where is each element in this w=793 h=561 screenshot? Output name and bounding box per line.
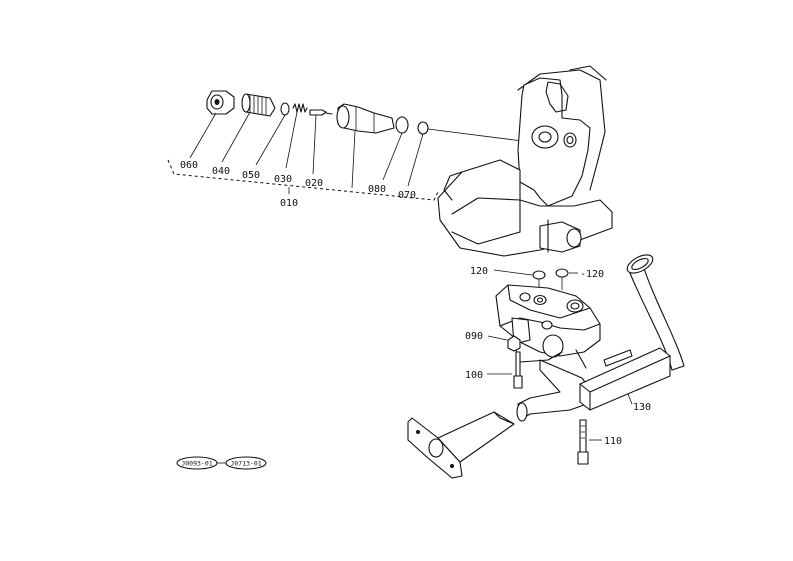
callout-070: 070: [398, 190, 416, 201]
callout-110: 110: [604, 436, 622, 447]
part-080-ring: [395, 116, 409, 134]
part-030-spring: [292, 103, 308, 113]
injector-assembly-exploded: [167, 90, 531, 201]
manifold-block: [495, 284, 601, 369]
callout-020: 020: [305, 178, 323, 189]
callout-030: 030: [274, 174, 292, 185]
part-130-muffler: [579, 347, 671, 411]
part-120-washers: [493, 268, 578, 290]
callout-100: 100: [465, 370, 483, 381]
reference-tag-1: J0093-01: [181, 460, 212, 468]
part-040-holder: [241, 93, 276, 117]
mounting-bracket: [407, 411, 515, 479]
callout-090: 090: [465, 331, 483, 342]
part-060-nut: [206, 90, 235, 115]
callout-010: 010: [280, 198, 298, 209]
engine-block-outline: [437, 65, 613, 257]
callout-050: 050: [242, 170, 260, 181]
callout-120-right: -120: [580, 269, 604, 280]
callout-130: 130: [633, 402, 651, 413]
exhaust-pipe: [516, 254, 685, 422]
callout-080: 080: [368, 184, 386, 195]
part-100-bolt: [487, 351, 523, 389]
part-050-washer: [280, 102, 290, 116]
part-nozzle-body: [336, 103, 395, 134]
callout-060: 060: [180, 160, 198, 171]
part-020-needle: [309, 109, 333, 116]
callout-040: 040: [212, 166, 230, 177]
part-070-gasket: [417, 121, 429, 135]
part-110-bolt: [577, 419, 602, 465]
part-090-bolt: [487, 335, 521, 352]
reference-tag-2: J0713-01: [230, 460, 261, 468]
callout-120-left: 120: [470, 266, 488, 277]
reference-tags: J0093-01 J0713-01: [176, 456, 267, 470]
